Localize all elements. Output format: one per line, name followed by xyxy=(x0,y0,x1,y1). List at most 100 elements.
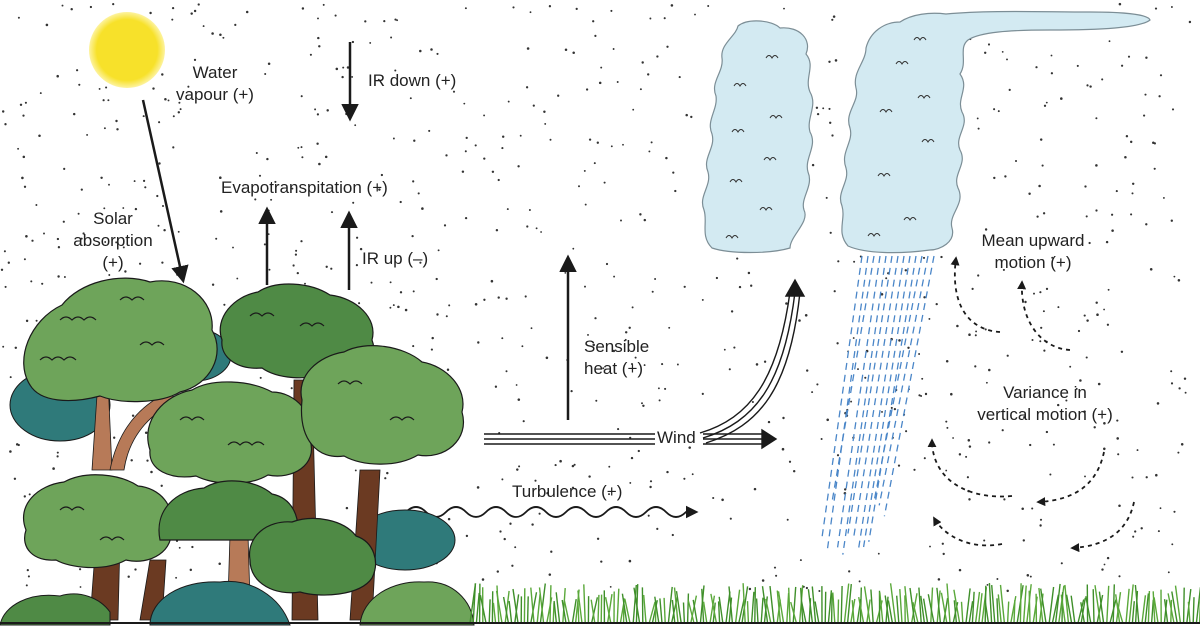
stipple-dot xyxy=(412,345,415,348)
stipple-dot xyxy=(399,200,402,204)
stipple-dot xyxy=(187,85,190,88)
stipple-dot xyxy=(918,353,921,355)
stipple-dot xyxy=(515,384,518,386)
stipple-dot xyxy=(987,43,991,46)
stipple-dot xyxy=(1051,256,1054,259)
stipple-dot xyxy=(494,385,498,388)
grass-blade xyxy=(508,600,513,624)
stipple-dot xyxy=(1086,84,1089,87)
stipple-dot xyxy=(798,319,801,322)
stipple-dot xyxy=(43,232,45,235)
stipple-dot xyxy=(171,6,175,10)
stipple-dot xyxy=(1157,530,1160,533)
stipple-dot xyxy=(833,290,836,293)
stipple-dot xyxy=(736,257,739,260)
stipple-dot xyxy=(354,124,357,127)
stipple-dot xyxy=(163,228,166,232)
stipple-dot xyxy=(993,108,996,111)
stipple-dot xyxy=(952,437,955,439)
stipple-dot xyxy=(335,67,339,71)
stipple-dot xyxy=(178,101,181,104)
stipple-dot xyxy=(609,585,612,588)
stipple-dot xyxy=(1129,140,1133,144)
stipple-dot xyxy=(445,154,448,157)
stipple-dot xyxy=(668,326,671,329)
stipple-dot xyxy=(176,273,179,276)
stipple-dot xyxy=(108,183,110,186)
stipple-dot xyxy=(584,285,586,288)
grass-blade xyxy=(692,599,698,624)
stipple-dot xyxy=(554,464,557,467)
grass-blade xyxy=(984,600,990,624)
solar-absorption-line-3: (+) xyxy=(102,253,124,272)
stipple-dot xyxy=(245,10,249,14)
stipple-dot xyxy=(517,398,521,401)
stipple-dot xyxy=(56,451,59,454)
stipple-dot xyxy=(384,477,387,480)
grass-blade xyxy=(1085,596,1092,624)
stipple-dot xyxy=(477,341,480,344)
stipple-dot xyxy=(389,281,392,284)
grass-blade xyxy=(996,598,999,624)
grass-blade xyxy=(597,594,600,624)
stipple-dot xyxy=(532,104,535,107)
stipple-dot xyxy=(815,106,819,110)
stipple-dot xyxy=(583,169,586,172)
stipple-dot xyxy=(531,523,534,526)
cloud-right-anvil xyxy=(840,10,1151,254)
grass-blade xyxy=(504,590,510,624)
stipple-dot xyxy=(115,119,118,123)
stipple-dot xyxy=(624,331,628,334)
grass-blade xyxy=(728,597,733,624)
stipple-dot xyxy=(755,363,759,366)
stipple-dot xyxy=(712,496,715,500)
stipple-dot xyxy=(945,359,949,363)
stipple-dot xyxy=(122,246,125,249)
stipple-dot xyxy=(658,399,661,402)
stipple-dot xyxy=(13,477,17,480)
grass-blade xyxy=(858,596,865,624)
stipple-dot xyxy=(519,134,522,137)
stipple-dot xyxy=(161,261,164,264)
grass-blade xyxy=(530,587,535,624)
stipple-dot xyxy=(1118,504,1121,507)
stipple-dot xyxy=(730,310,734,313)
stipple-dot xyxy=(1106,323,1110,326)
stipple-dot xyxy=(525,86,529,89)
stipple-dot xyxy=(923,296,926,299)
stipple-dot xyxy=(435,277,438,281)
stipple-dot xyxy=(491,170,495,174)
stipple-dot xyxy=(1084,185,1087,188)
grass-blade xyxy=(837,599,840,624)
stipple-dot xyxy=(1118,575,1121,578)
stipple-dot xyxy=(1042,310,1045,313)
stipple-dot xyxy=(351,75,354,78)
stipple-dot xyxy=(975,330,978,333)
grass-blade xyxy=(879,592,884,624)
stipple-dot xyxy=(189,568,193,572)
variance-vertical-motion-line-2: vertical motion (+) xyxy=(977,405,1113,424)
stipple-dot xyxy=(292,264,295,267)
stipple-dot xyxy=(113,436,116,439)
stipple-dot xyxy=(968,498,971,501)
stipple-dot xyxy=(300,146,303,149)
stipple-dot xyxy=(1131,192,1134,195)
stipple-dot xyxy=(17,16,20,19)
stipple-dot xyxy=(573,463,576,466)
stipple-dot xyxy=(661,363,664,366)
stipple-dot xyxy=(317,17,319,20)
stipple-dot xyxy=(1065,399,1068,402)
stipple-dot xyxy=(733,346,736,349)
grass-blade xyxy=(922,598,929,624)
stipple-dot xyxy=(940,255,943,259)
stipple-dot xyxy=(419,261,422,264)
grass-blade xyxy=(769,586,775,624)
grass-blade xyxy=(475,592,480,624)
cloud-left xyxy=(702,20,814,254)
stipple-dot xyxy=(149,11,152,15)
stipple-dot xyxy=(1084,475,1086,478)
stipple-dot xyxy=(831,134,834,137)
stipple-dot xyxy=(983,539,986,542)
grass-blade xyxy=(1125,588,1130,624)
stipple-dot xyxy=(570,389,573,393)
